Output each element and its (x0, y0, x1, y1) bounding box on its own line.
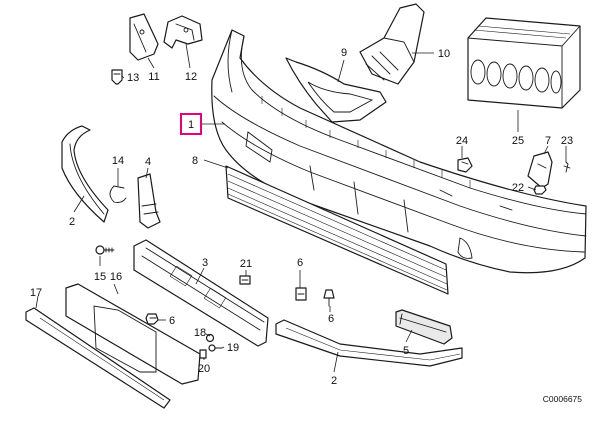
callout-5[interactable]: 5 (403, 345, 409, 357)
callout-13[interactable]: 13 (127, 72, 139, 84)
callout-2-lower[interactable]: 2 (331, 375, 337, 387)
bolt-15 (95, 245, 115, 255)
screw-6c (323, 289, 335, 307)
callout-6-left[interactable]: 6 (169, 315, 175, 327)
callout-6-right[interactable]: 6 (328, 313, 334, 325)
callout-9[interactable]: 9 (341, 47, 347, 59)
bracket-4 (137, 173, 161, 229)
side-bracket (285, 57, 387, 123)
callout-7[interactable]: 7 (545, 135, 551, 147)
callout-25[interactable]: 25 (512, 135, 524, 147)
clip-21 (239, 275, 251, 285)
callout-3[interactable]: 3 (202, 257, 208, 269)
plate-base-16 (65, 283, 201, 385)
carrier-3 (133, 239, 269, 347)
callout-11[interactable]: 11 (148, 71, 159, 83)
callout-8[interactable]: 8 (192, 155, 198, 167)
callout-21[interactable]: 21 (240, 258, 252, 270)
callout-1[interactable]: 1 (188, 119, 194, 131)
screw-6a (145, 313, 159, 325)
leader-lines (35, 43, 567, 373)
fog-lamp-5 (395, 309, 453, 345)
clip-13 (111, 69, 123, 85)
bracket-7 (527, 151, 553, 189)
clip-14 (109, 185, 127, 203)
callout-6-upper[interactable]: 6 (297, 257, 303, 269)
callout-24[interactable]: 24 (456, 135, 468, 147)
callout-20[interactable]: 20 (198, 363, 210, 375)
callout-19[interactable]: 19 (227, 342, 239, 354)
callout-labels: 1 2 2 3 4 5 6 6 6 7 8 9 10 11 12 13 14 1… (30, 47, 573, 387)
callout-23[interactable]: 23 (561, 135, 573, 147)
bumper-cover (211, 29, 587, 274)
bracket-11 (129, 13, 159, 61)
callout-12[interactable]: 12 (185, 71, 197, 83)
air-duct (359, 3, 425, 85)
grommet-24 (457, 157, 473, 173)
screw-23 (563, 161, 571, 173)
grille-insert (225, 165, 449, 295)
callout-2-upper[interactable]: 2 (69, 216, 75, 228)
trim-strip-lower (275, 319, 463, 367)
bracket-12 (163, 15, 203, 49)
callout-22[interactable]: 22 (512, 182, 524, 194)
callout-16[interactable]: 16 (110, 271, 122, 283)
nut-22 (533, 185, 547, 195)
fastener-20 (199, 349, 207, 359)
fastener-19 (208, 344, 223, 352)
callout-highlight-box (180, 113, 202, 135)
lower-strip-17 (25, 307, 171, 409)
screw-6b (295, 287, 307, 301)
callout-4[interactable]: 4 (145, 156, 151, 168)
callout-18[interactable]: 18 (194, 327, 206, 339)
reference-code: C0006675 (543, 394, 583, 404)
callout-17[interactable]: 17 (30, 287, 42, 299)
fastener-18 (205, 333, 215, 343)
absorber-block (467, 17, 581, 109)
callout-15[interactable]: 15 (94, 271, 106, 283)
trim-strip-left (61, 125, 109, 223)
callout-14[interactable]: 14 (112, 155, 124, 167)
callout-10[interactable]: 10 (438, 48, 450, 60)
